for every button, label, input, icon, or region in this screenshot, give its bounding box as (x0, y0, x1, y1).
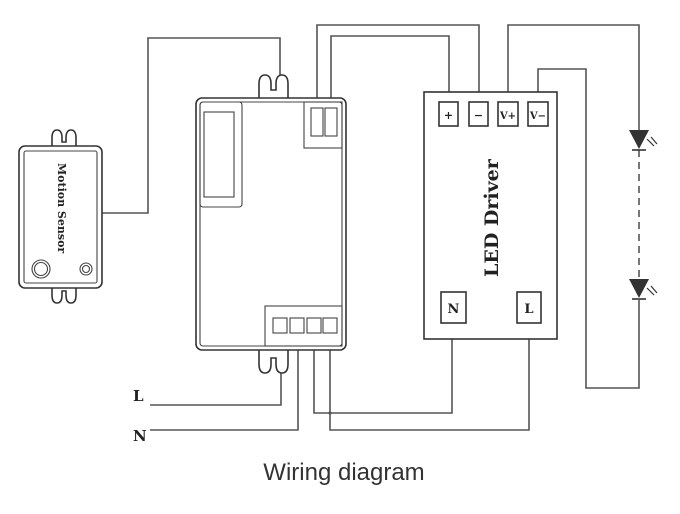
svg-text:N: N (448, 302, 460, 317)
input-terminal-block (264, 305, 343, 347)
motion-sensor-label: Motion Sensor (55, 163, 68, 253)
svg-text:−: − (474, 109, 483, 122)
mounting-tab-bottom (51, 284, 77, 304)
sensor-lens (31, 259, 51, 279)
terminal-n (440, 291, 467, 324)
motion-sensor: Motion Sensor (18, 129, 103, 304)
diagram-caption: Wiring diagram (263, 459, 424, 486)
terminal-vminus (527, 101, 549, 127)
terminal-l (516, 291, 542, 324)
wire-driver-vminus-to-led (537, 68, 640, 389)
svg-text:V−: V− (529, 111, 546, 122)
wire-controller-to-driver-n (313, 325, 453, 414)
wire-mains-neutral (150, 325, 299, 431)
mounting-tab-top (258, 74, 289, 101)
controller-window (199, 101, 243, 208)
terminal-plus (438, 101, 459, 127)
mounting-tab-bottom (258, 347, 289, 374)
sensor-indicator (79, 262, 93, 276)
output-terminal-block (303, 101, 343, 149)
wire-sensor-to-controller (95, 37, 281, 214)
wires (95, 24, 640, 431)
output-terminal (324, 107, 338, 137)
wire-controller-to-driver-plus (330, 35, 450, 105)
svg-text:L: L (524, 302, 533, 317)
led-icon (629, 279, 658, 300)
mains-line-label: L (133, 387, 144, 405)
led-icon (629, 130, 658, 151)
mains-neutral-label: N (133, 427, 147, 445)
svg-text:+: + (444, 109, 453, 122)
terminal-vplus (497, 101, 519, 127)
controller-module (195, 74, 347, 374)
input-terminal (322, 317, 338, 334)
svg-text:V+: V+ (499, 111, 516, 122)
wire-junction (328, 411, 332, 415)
driver-input-terminals: N L (440, 291, 542, 324)
led-string (629, 130, 658, 300)
driver-output-terminals: + − V+ V− (438, 101, 549, 127)
input-terminal (289, 317, 305, 334)
mounting-tab-top (51, 129, 77, 149)
led-driver-label: LED Driver (481, 158, 503, 277)
output-terminal (310, 107, 324, 137)
input-terminal (272, 317, 288, 334)
input-terminal (306, 317, 322, 334)
terminal-minus (468, 101, 489, 127)
wire-controller-to-driver-l (329, 325, 530, 431)
wire-controller-to-driver-minus (316, 24, 480, 105)
sensor-bezel (23, 150, 98, 284)
wire-driver-vplus-to-led (507, 24, 640, 130)
sensor-housing (18, 145, 103, 289)
led-driver: + − V+ V− LED Driver N L (423, 91, 558, 340)
